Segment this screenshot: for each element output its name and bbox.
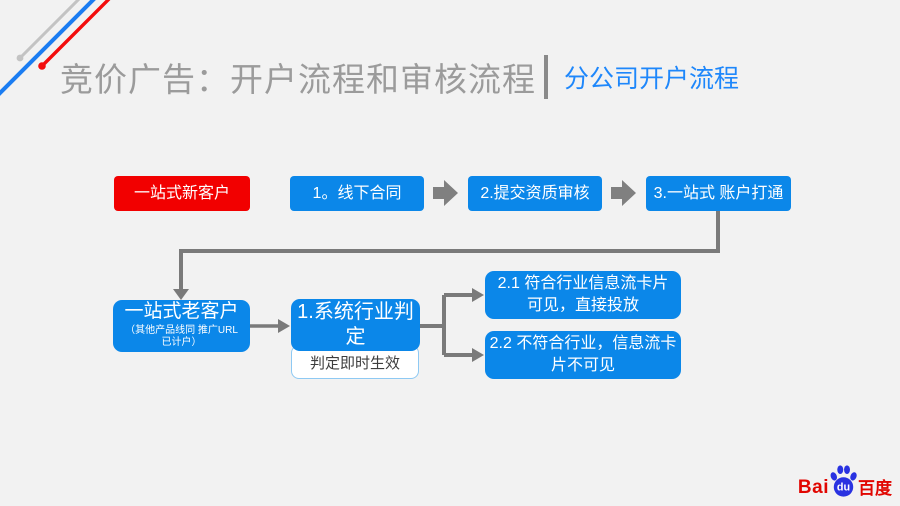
arrowhead-right-icon [278,319,290,333]
flow-box-label-line1: 2.2 不符合行业，信息流卡 [489,334,677,352]
flow-box-old-customer: 一站式老客户 （其他产品线同 推广URL 已计户） [113,300,250,352]
flow-box-sublabel-line1: （其他产品线同 推广URL [125,324,238,336]
flow-box-label: 1.系统行业判定 [297,301,414,348]
page-subtitle: 分公司开户流程 [564,65,740,93]
baidu-logo-du-text: du [837,482,850,494]
arrowhead-right-icon [472,288,484,302]
baidu-paw-icon: du [830,465,857,497]
arrowhead-down-icon [173,289,189,300]
flow-step-arrow-icon [433,180,458,206]
decor-red-dot [38,62,46,70]
flow-box-label: 2.提交资质审核 [480,184,590,202]
flow-box-label-line1: 2.1 符合行业信息流卡片 [497,274,669,292]
flow-box-label: 1。线下合同 [312,184,402,202]
flow-step-arrow-icon [611,180,636,206]
flow-box-label: 一站式新客户 [133,184,230,202]
flow-box-label-line2: 可见，直接投放 [526,297,639,314]
flow-box-step-1: 1。线下合同 [290,176,424,211]
flow-box-sublabel-line2: 已计户） [161,337,202,349]
judge-note-label: 判定即时生效 [309,355,400,372]
flow-box-outcome-2: 2.2 不符合行业，信息流卡 片不可见 [485,331,681,379]
flow-box-label: 一站式老客户 [124,301,239,323]
baidu-logo: Bai du 百度 [798,465,892,497]
arrowhead-right-icon [472,348,484,362]
baidu-logo-cn-text: 百度 [858,479,892,498]
flow-box-sublabel: （其他产品线同 推广URL 已计户） [125,325,238,350]
decor-gray-line [18,0,81,60]
flow-box-outcome-1: 2.1 符合行业信息流卡片 可见，直接投放 [485,271,681,319]
flow-box-label-line2: 片不可见 [550,357,615,374]
split-connector-lines [420,293,473,357]
baidu-logo-bai-text: Bai [797,477,829,498]
decor-gray-dot [16,54,24,62]
title-divider [544,55,548,99]
flow-box-new-customer: 一站式新客户 [114,176,250,211]
flow-box-label: 3.一站式 账户打通 [653,184,784,202]
flow-box-step-2: 2.提交资质审核 [468,176,602,211]
flow-box-step-3: 3.一站式 账户打通 [646,176,791,211]
slide-header: 竞价广告：开户流程和审核流程 分公司开户流程 [60,52,739,102]
flow-box-judge: 1.系统行业判定 [291,299,420,351]
page-title: 竞价广告：开户流程和审核流程 [60,61,536,98]
